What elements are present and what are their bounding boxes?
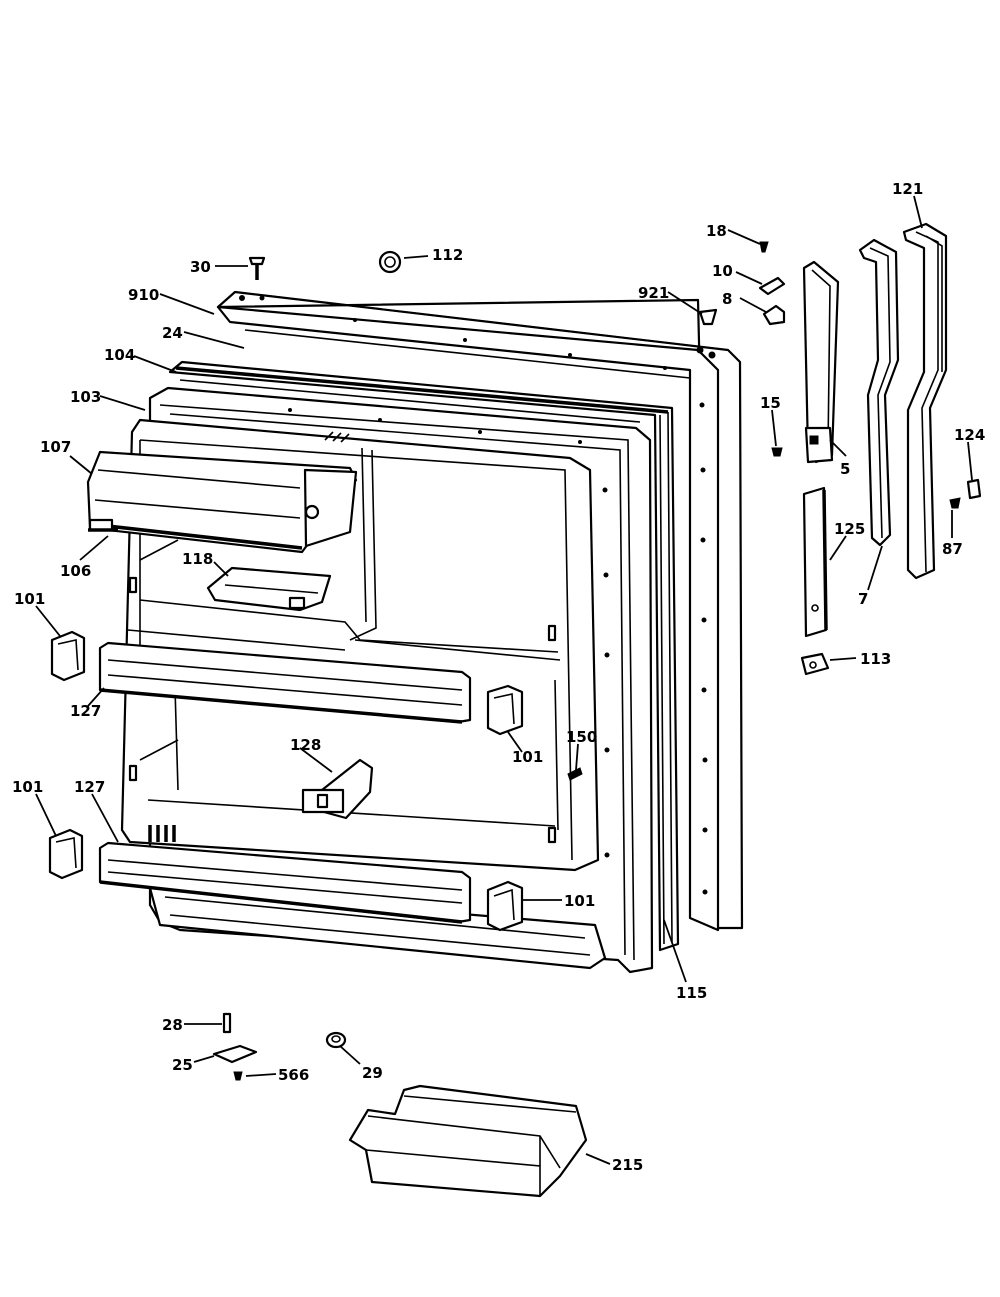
cover-8 [762, 304, 786, 326]
door-handle-7 [858, 238, 900, 547]
hinge-bracket-5 [802, 260, 840, 464]
stop-113 [800, 652, 830, 676]
screw-30 [248, 256, 266, 280]
hinge-pin-10 [758, 276, 786, 296]
label-121: 121 [892, 180, 923, 198]
bushing-921 [698, 308, 718, 326]
label-215: 215 [612, 1156, 643, 1174]
label-103: 103 [70, 388, 101, 406]
label-30: 30 [190, 258, 211, 276]
door-handle-121 [902, 222, 948, 580]
shelf-retainer-clip [301, 758, 374, 820]
label-25: 25 [172, 1056, 193, 1074]
screw-566 [233, 1071, 243, 1081]
label-125: 125 [834, 520, 865, 538]
label-101-upper-left: 101 [14, 590, 45, 608]
thermostat-knob-112 [378, 250, 402, 274]
shelf-end-cap-right-lower [486, 880, 524, 932]
label-101-lower-right: 101 [564, 892, 595, 910]
screw-87 [949, 497, 961, 509]
label-101-lower-left: 101 [12, 778, 43, 796]
label-10: 10 [712, 262, 733, 280]
label-113: 113 [860, 650, 891, 668]
bracket-25 [212, 1044, 258, 1064]
label-106: 106 [60, 562, 91, 580]
door-bin-215 [348, 1084, 588, 1198]
label-566: 566 [278, 1066, 309, 1084]
door-gasket [168, 360, 680, 952]
washer-29 [325, 1031, 347, 1049]
label-8: 8 [722, 290, 732, 308]
shelf-end-cap-right-upper [486, 684, 524, 736]
shelf-end-cap-left-upper [50, 630, 86, 682]
upper-door-shelf [98, 641, 472, 724]
label-28: 28 [162, 1016, 183, 1034]
label-150: 150 [566, 728, 597, 746]
label-18: 18 [706, 222, 727, 240]
label-24: 24 [162, 324, 183, 342]
screw-15 [771, 447, 783, 457]
label-112: 112 [432, 246, 463, 264]
label-15: 15 [760, 394, 781, 412]
label-101-upper-right: 101 [512, 748, 543, 766]
label-124: 124 [954, 426, 985, 444]
label-127-lower: 127 [74, 778, 105, 796]
shelf-end-cap-left-lower [48, 828, 84, 880]
leader-lines [35, 195, 973, 1165]
pin-28 [222, 1012, 232, 1034]
label-115: 115 [676, 984, 707, 1002]
door-outer-panel [216, 290, 744, 932]
dairy-door-hinge [88, 518, 118, 532]
end-cap-124 [966, 478, 982, 500]
label-5: 5 [840, 460, 850, 478]
label-921: 921 [638, 284, 669, 302]
label-118: 118 [182, 550, 213, 568]
label-104: 104 [104, 346, 135, 364]
label-128: 128 [290, 736, 321, 754]
lower-door-shelf [98, 841, 472, 924]
label-29: 29 [362, 1064, 383, 1082]
label-910: 910 [128, 286, 159, 304]
butter-tray [206, 566, 332, 612]
screw-18 [759, 241, 769, 253]
label-127-upper: 127 [70, 702, 101, 720]
label-7: 7 [858, 590, 868, 608]
label-107: 107 [40, 438, 71, 456]
dairy-compartment-door [86, 450, 358, 554]
label-87: 87 [942, 540, 963, 558]
strip-125 [802, 486, 828, 638]
